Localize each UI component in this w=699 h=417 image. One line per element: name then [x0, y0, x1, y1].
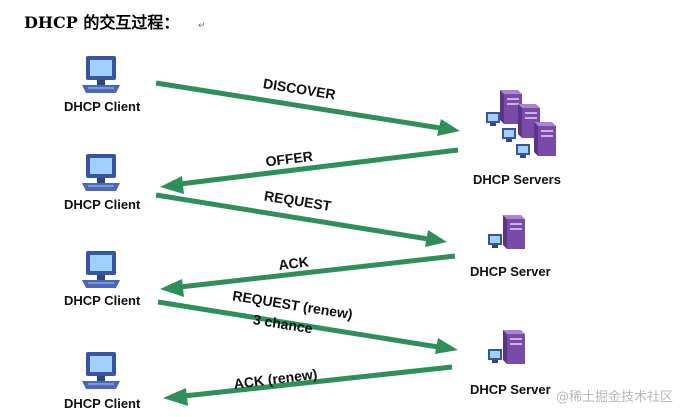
server-icon	[488, 330, 525, 364]
client-label: DHCP Client	[64, 396, 141, 411]
paragraph-mark: ↵	[198, 21, 206, 31]
computer-icon	[82, 56, 120, 93]
server-cluster: DHCP Servers	[473, 90, 561, 187]
arrow-ack: ACK	[160, 253, 456, 297]
server-1: DHCP Server	[470, 215, 551, 279]
server-2: DHCP Server	[470, 330, 551, 397]
server-cluster-icon	[486, 90, 556, 158]
message-sublabel: 3 chance	[252, 311, 314, 336]
message-label: OFFER	[265, 148, 314, 170]
arrow-offer: OFFER	[160, 147, 459, 194]
computer-icon	[82, 352, 120, 389]
message-label: DISCOVER	[262, 75, 337, 102]
client-3: DHCP Client	[64, 251, 141, 308]
message-label: REQUEST	[263, 188, 333, 214]
server-label: DHCP Servers	[473, 172, 561, 187]
arrow-ack-renew: ACK (renew)	[163, 364, 453, 406]
client-label: DHCP Client	[64, 293, 141, 308]
computer-icon	[82, 251, 120, 288]
arrow-discover: DISCOVER	[155, 75, 460, 136]
watermark: @稀土掘金技术社区	[556, 389, 673, 405]
client-2: DHCP Client	[64, 154, 141, 212]
client-label: DHCP Client	[64, 197, 141, 212]
computer-icon	[82, 154, 120, 191]
client-label: DHCP Client	[64, 99, 141, 114]
page-title: DHCP 的交互过程：	[24, 13, 179, 32]
message-label: ACK	[278, 253, 310, 273]
client-4: DHCP Client	[64, 352, 141, 411]
client-1: DHCP Client	[64, 56, 141, 114]
server-label: DHCP Server	[470, 264, 551, 279]
server-label: DHCP Server	[470, 382, 551, 397]
server-icon	[488, 215, 525, 249]
arrow-request-renew: REQUEST (renew) 3 chance	[157, 287, 458, 354]
arrow-request: REQUEST	[155, 188, 447, 247]
